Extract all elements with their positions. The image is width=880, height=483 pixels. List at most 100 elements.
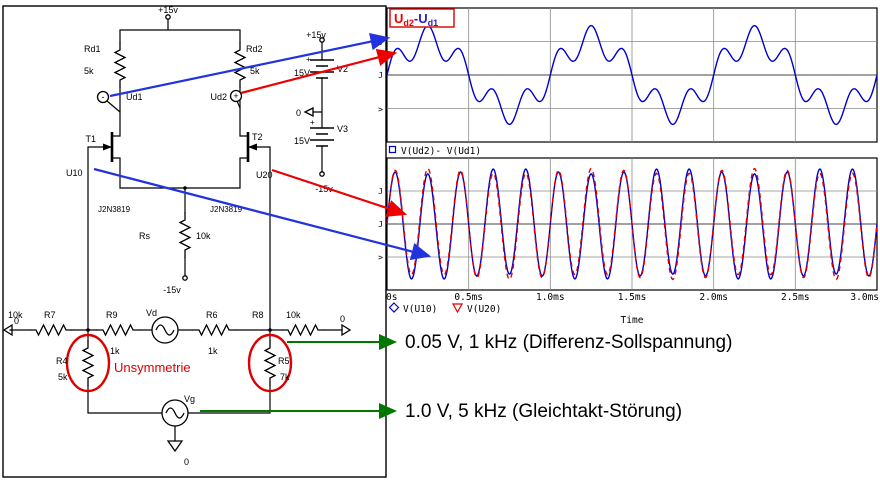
ud2-node-bubble xyxy=(229,89,243,103)
jfet-t1-gate-arrow-icon xyxy=(103,143,112,151)
yaxis-fragment: J xyxy=(378,187,383,196)
label-r4-name: R4 xyxy=(56,356,68,366)
arrow-ud2-to-topplot xyxy=(240,48,398,95)
label-vg-name: Vg xyxy=(184,394,195,404)
label-t1-model: J2N3819 xyxy=(98,205,131,214)
ud1-node-bubble xyxy=(96,90,110,104)
ground-battery-mid-icon xyxy=(303,106,314,118)
wave-label-u1-sub: d1 xyxy=(428,18,439,28)
label-r4-value: 5k xyxy=(58,372,68,382)
resistor-r8 xyxy=(282,323,324,337)
schematic-border xyxy=(2,5,387,478)
label-u10: U10 xyxy=(66,168,83,178)
xtick-2-0ms: 2.0ms xyxy=(699,292,728,303)
label-rd1-name: Rd1 xyxy=(84,44,101,54)
label-ud1-sign: - xyxy=(102,92,105,102)
label-v2-name: V2 xyxy=(337,64,348,74)
resistor-r4 xyxy=(81,340,95,386)
yaxis-fragment: J xyxy=(378,71,383,80)
xtick-1-0ms: 1.0ms xyxy=(536,292,565,303)
legend-u20-label: V(U20) xyxy=(467,304,501,315)
label-rd1-value: 5k xyxy=(84,66,94,76)
label-rd2-value: 5k xyxy=(250,66,260,76)
scope-top-plot: J J > Ud2-Ud1 V(Ud2)- V(Ud1) xyxy=(378,7,878,157)
legend-top-label: V(Ud2)- V(Ud1) xyxy=(401,146,481,157)
wave-label-box xyxy=(389,8,455,28)
ud1-bubble-tick xyxy=(106,100,121,113)
resistor-rd1 xyxy=(113,42,127,88)
resistor-rd2 xyxy=(233,42,247,88)
junction-dot xyxy=(183,186,187,190)
source-annotations: 0.05 V, 1 kHz (Differenz-Sollspannung) 1… xyxy=(405,332,732,422)
xtick-2-5ms: 2.5ms xyxy=(781,292,810,303)
label-v2-plus: + xyxy=(306,55,311,64)
label-unsymmetrie: Unsymmetrie xyxy=(114,360,191,375)
label-r9-value: 1k xyxy=(110,346,120,356)
vee-bat-terminal-icon xyxy=(319,171,325,177)
xtick-0s: 0s xyxy=(386,292,397,303)
label-gnd-right: 0 xyxy=(340,314,345,324)
label-ud2: Ud2 xyxy=(210,92,227,102)
vg-sine-icon xyxy=(165,407,185,419)
ground-left-icon xyxy=(2,323,13,337)
label-r7-value: 10k xyxy=(8,310,23,320)
annotation-diff-source: 0.05 V, 1 kHz (Differenz-Sollspannung) xyxy=(405,332,732,353)
label-vee-rs: -15v xyxy=(163,285,181,295)
label-t2-model: J2N3819 xyxy=(210,205,243,214)
wave-label-u1-part: -U xyxy=(414,11,428,26)
label-rs-name: Rs xyxy=(139,231,150,241)
unsymmetrie-circle-r4 xyxy=(65,333,111,393)
resistor-r6 xyxy=(192,323,236,337)
annotation-cm-source: 1.0 V, 5 kHz (Gleichtakt-Störung) xyxy=(405,401,682,422)
plot-top-hgrid xyxy=(387,41,877,109)
trace-vud2-minus-vud1 xyxy=(386,24,878,126)
wave-label-u2-part: U xyxy=(394,11,403,26)
resistor-r7 xyxy=(30,323,72,337)
label-bat-mid-net: 0 xyxy=(296,108,301,118)
legend-u10-label: V(U10) xyxy=(403,304,437,315)
label-rs-value: 10k xyxy=(196,231,211,241)
label-vcc-bat: +15v xyxy=(306,30,326,40)
label-v3-plus: + xyxy=(310,118,315,127)
unsymmetrie-circle-r5 xyxy=(247,333,293,393)
label-rd2-name: Rd2 xyxy=(246,44,263,54)
label-v3-value: 15V xyxy=(294,136,310,146)
label-ud1: Ud1 xyxy=(126,92,143,102)
yaxis-fragment: > xyxy=(378,253,383,262)
arrow-ud1-to-topplot xyxy=(109,32,391,98)
resistor-r9 xyxy=(96,323,140,337)
wave-label-ud2-ud1: Ud2-Ud1 xyxy=(394,11,438,28)
label-vcc-main: +15v xyxy=(158,5,178,15)
scope-bottom-plot: J J > 0s 0.5ms 1.0ms 1.5ms 2.0ms 2.5ms 3… xyxy=(378,157,879,326)
ud2-bubble-tick xyxy=(236,100,241,109)
vd-sine-icon xyxy=(155,324,175,336)
label-t1: T1 xyxy=(85,134,96,144)
label-r5-name: R5 xyxy=(278,356,290,366)
label-vd-name: Vd xyxy=(146,308,157,318)
label-r5-value: 7k xyxy=(280,372,290,382)
legend-diamond-icon xyxy=(388,302,400,313)
arrow-u10-to-bottomplot xyxy=(93,167,432,261)
legend-triangle-icon xyxy=(451,303,464,314)
label-ud2-sign: + xyxy=(233,91,238,101)
ground-right-icon xyxy=(341,323,352,337)
yaxis-fragment: J xyxy=(378,220,383,229)
vcc-bat-terminal-icon xyxy=(319,37,325,43)
wave-label-u2-sub: d2 xyxy=(403,18,414,28)
label-t2: T2 xyxy=(252,132,263,142)
label-r8-value: 10k xyxy=(286,310,301,320)
jfet-t2-gate-arrow-icon xyxy=(248,143,257,151)
label-r6-name: R6 xyxy=(206,310,218,320)
xtick-3-0ms: 3.0ms xyxy=(850,292,879,303)
callout-arrows xyxy=(93,32,432,419)
plot-bottom-hgrid xyxy=(387,190,877,258)
arrow-u20-to-bottomplot xyxy=(271,168,408,217)
xaxis-title: Time xyxy=(621,315,644,326)
label-v3-name: V3 xyxy=(337,124,348,134)
label-gnd-left: 0 xyxy=(14,316,19,326)
label-r7-name: R7 xyxy=(44,310,56,320)
xtick-0-5ms: 0.5ms xyxy=(454,292,483,303)
ground-bottom-icon xyxy=(166,440,184,453)
resistor-rs xyxy=(178,212,192,258)
